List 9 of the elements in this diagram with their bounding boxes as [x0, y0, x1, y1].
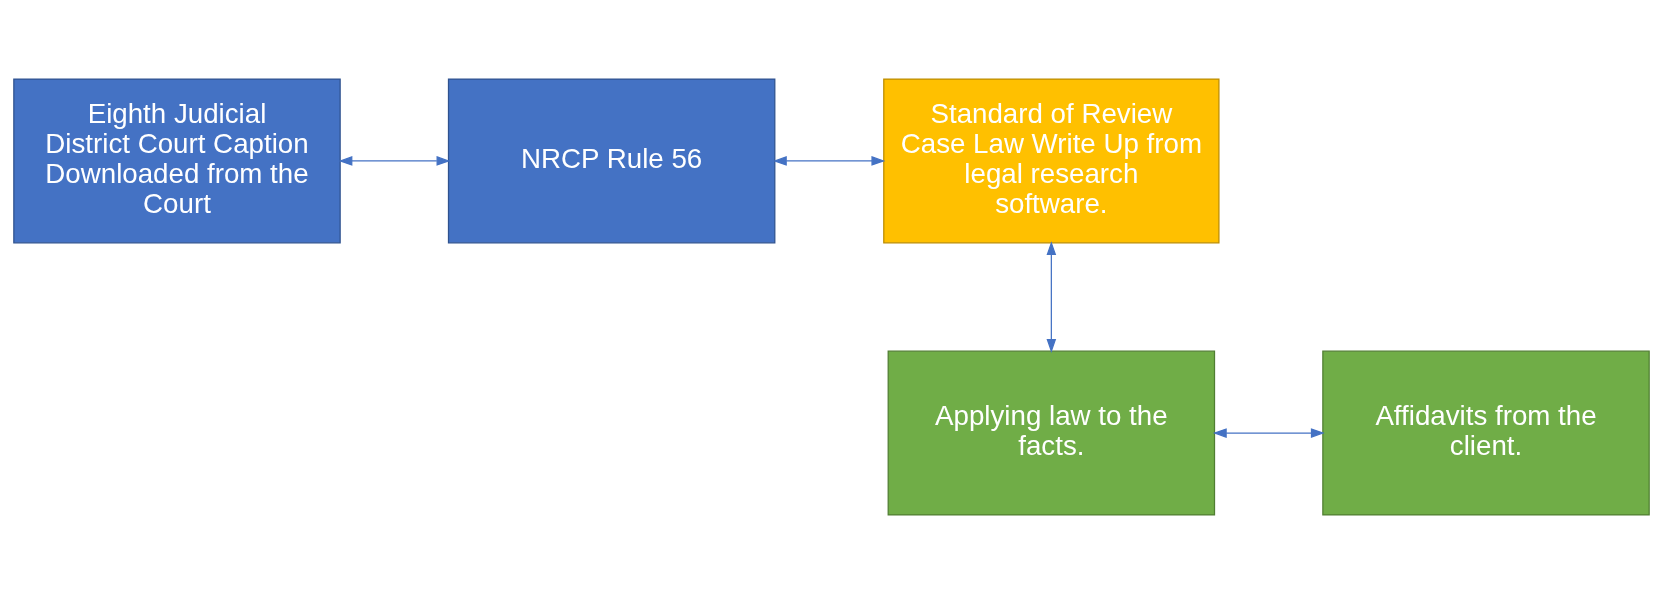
- node-box: NRCP Rule 56: [447, 77, 776, 243]
- arrow: [1212, 427, 1325, 438]
- node-box: Eighth Judicial District Court Caption Downloaded from the Court: [13, 77, 341, 243]
- arrow: [338, 155, 451, 166]
- arrow: [772, 155, 886, 166]
- node-box: Standard of Review Case Law Write Up from legal research software.: [883, 77, 1220, 243]
- arrow: [1046, 240, 1057, 353]
- node-box: Affidavits from the client.: [1322, 350, 1650, 516]
- node-box: Applying law to the facts.: [887, 350, 1216, 516]
